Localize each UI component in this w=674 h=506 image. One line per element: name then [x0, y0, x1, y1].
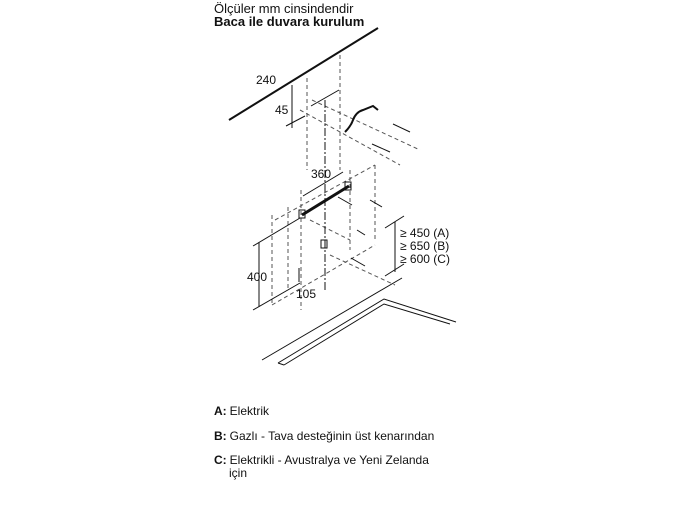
- min-height-c: ≥ 600 (C): [400, 252, 450, 266]
- legend-text-continued: için: [229, 466, 248, 480]
- dimension-105: 105: [296, 287, 316, 301]
- legend-item-c: C:Elektrikli - Avustralya ve Yeni Zeland…: [214, 454, 429, 480]
- dimension-360: 360: [311, 167, 331, 181]
- legend-text: Gazlı - Tava desteğinin üst kenarından: [229, 429, 435, 443]
- ceiling-line: [228, 27, 379, 121]
- legend-text: Elektrikli - Avustralya ve Yeni Zelanda: [229, 453, 429, 467]
- legend-key: A:: [214, 404, 227, 418]
- units-note: Ölçüler mm cinsindendir: [214, 1, 354, 16]
- min-height-a: ≥ 450 (A): [400, 226, 449, 240]
- legend-key: B:: [214, 429, 227, 443]
- dimension-45: 45: [275, 103, 289, 117]
- dimension-240: 240: [256, 73, 276, 87]
- legend-key: C:: [214, 453, 227, 467]
- legend-text: Elektrik: [229, 404, 270, 418]
- legend-item-b: B:Gazlı - Tava desteğinin üst kenarından: [214, 430, 434, 443]
- dimension-400: 400: [247, 270, 267, 284]
- page-title: Baca ile duvara kurulum: [214, 14, 365, 29]
- min-height-b: ≥ 650 (B): [400, 239, 449, 253]
- legend-item-a: A:Elektrik: [214, 405, 269, 418]
